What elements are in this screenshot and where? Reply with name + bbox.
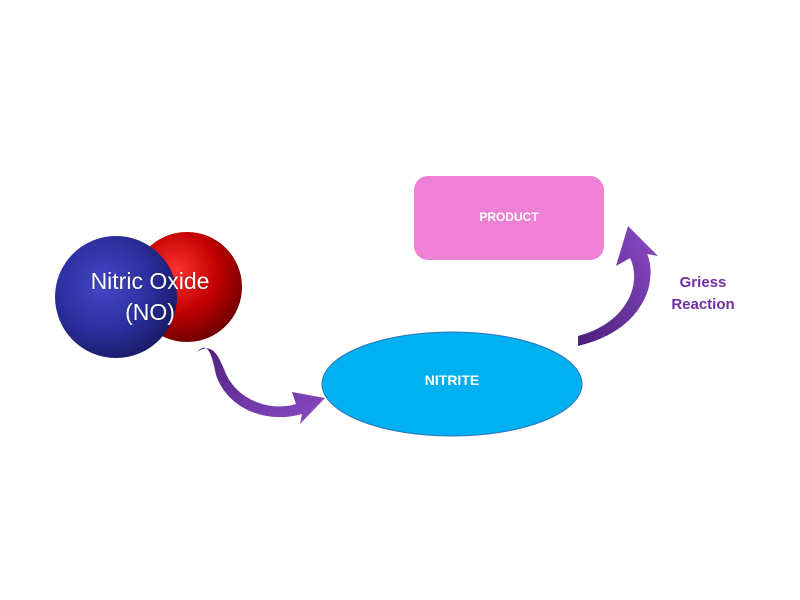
griess-reaction-line2: Reaction (671, 296, 735, 313)
nitric-oxide-formula: (NO) (125, 299, 175, 325)
arrow-no-to-nitrite (197, 347, 325, 424)
griess-reaction-line1: Griess (679, 274, 727, 291)
nitric-oxide-name: Nitric Oxide (90, 268, 210, 294)
product-box (414, 176, 604, 260)
arrow-nitrite-to-product (578, 226, 658, 346)
nitric-oxide-label: Nitric Oxide (NO) (62, 266, 238, 328)
griess-reaction-label: Griess Reaction (655, 272, 751, 316)
nitrite-ellipse (321, 331, 583, 437)
product-label: PRODUCT (479, 210, 539, 224)
nitrite-label: NITRITE (424, 372, 480, 388)
nitrogen-atom (55, 236, 177, 358)
